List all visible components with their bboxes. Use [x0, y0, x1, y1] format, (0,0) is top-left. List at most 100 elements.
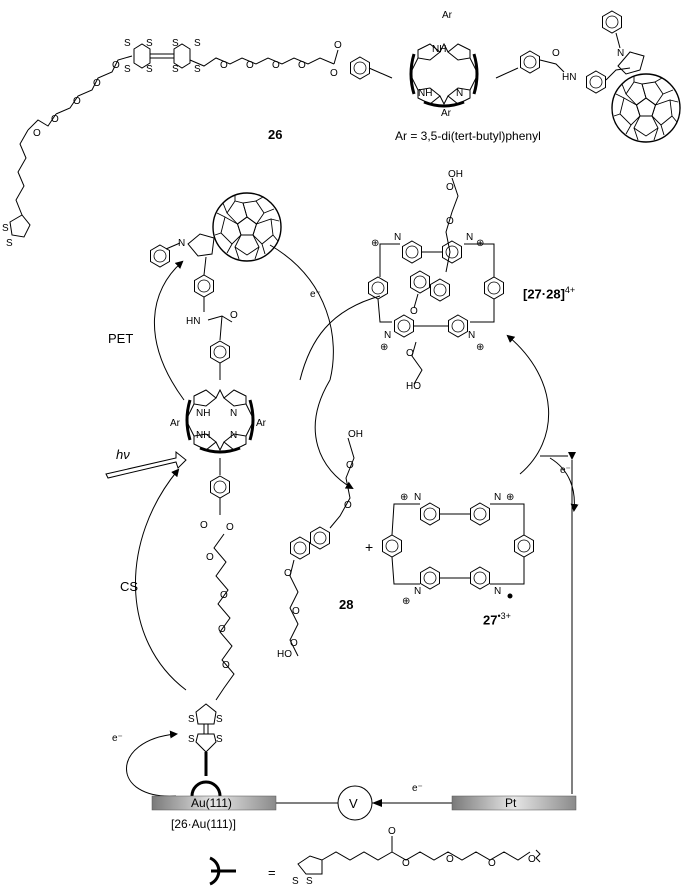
compound-27-charge: •3+ [497, 611, 511, 621]
svg-text:O: O [220, 590, 228, 601]
svg-text:S: S [216, 734, 223, 745]
au-assembly-label: [26·Au(111)] [171, 817, 236, 831]
svg-text:O: O [388, 826, 396, 837]
complex-charge: 4+ [564, 285, 576, 295]
svg-text:S: S [292, 876, 299, 887]
svg-text:N: N [230, 408, 237, 419]
oh-label: OH [448, 169, 463, 180]
compound-28-label: 28 [339, 597, 354, 612]
svg-text:O: O [402, 858, 410, 869]
svg-text:N: N [468, 330, 475, 341]
svg-text:O: O [292, 606, 300, 617]
svg-text:O: O [406, 348, 414, 359]
svg-text:O: O [344, 500, 352, 511]
compound-27-label: 27•3+ [483, 611, 511, 627]
svg-text:O: O [226, 522, 234, 533]
voltmeter-label: V [349, 796, 358, 811]
complex-27-28-label: [27·28]4+ [523, 285, 576, 301]
svg-text:S: S [216, 714, 223, 725]
svg-text:S: S [188, 714, 195, 725]
svg-text:⊕: ⊕ [476, 342, 484, 353]
svg-text:N: N [384, 330, 391, 341]
pt-electrode [451, 795, 577, 811]
electron-label: e⁻ [310, 289, 321, 300]
svg-text:NH: NH [418, 88, 432, 99]
oh-label: HO [406, 381, 421, 392]
svg-text:N: N [456, 88, 463, 99]
svg-text:S: S [146, 64, 153, 75]
svg-text:O: O [73, 96, 81, 107]
svg-text:S: S [172, 64, 179, 75]
svg-text:O: O [93, 78, 101, 89]
svg-text:⊕: ⊕ [380, 342, 388, 353]
au-label: Au(111) [191, 796, 232, 810]
svg-text:S: S [194, 64, 201, 75]
svg-text:S: S [124, 38, 131, 49]
svg-text:O: O [446, 854, 454, 865]
svg-text:O: O [51, 114, 59, 125]
svg-text:N: N [617, 48, 624, 59]
au-electrode [151, 795, 277, 811]
svg-text:N: N [394, 232, 401, 243]
catenane-27-28: O O O O ⊕ N N ⊕ N ⊕ N ⊕ [368, 177, 504, 385]
svg-text:O: O [200, 520, 208, 531]
svg-text:HN: HN [186, 316, 200, 327]
svg-text:S: S [306, 876, 313, 887]
ar-label: Ar [170, 418, 181, 429]
svg-text:N: N [466, 232, 473, 243]
oh-label: HO [277, 649, 292, 660]
oh-label: OH [348, 429, 363, 440]
compound-28-structure: O O O O O [284, 437, 355, 657]
svg-text:HN: HN [562, 72, 576, 83]
hv-label: hν [116, 447, 130, 462]
svg-text:N: N [414, 492, 421, 503]
svg-text:S: S [146, 38, 153, 49]
atom-s: S [6, 238, 13, 249]
svg-text:O: O [112, 60, 120, 71]
svg-text:O: O [552, 48, 560, 59]
svg-text:O: O [290, 638, 298, 649]
svg-text:O: O [346, 460, 354, 471]
svg-text:O: O [298, 60, 306, 71]
compound-26-label: 26 [268, 127, 283, 142]
ar-definition: Ar = 3,5-di(tert-butyl)phenyl [395, 129, 541, 143]
svg-text:O: O [284, 568, 292, 579]
svg-text:⊕: ⊕ [371, 238, 379, 249]
svg-text:O: O [220, 60, 228, 71]
pt-label: Pt [505, 796, 517, 810]
electron-label: e⁻ [112, 733, 123, 744]
svg-text:O: O [230, 310, 238, 321]
svg-text:O: O [218, 624, 226, 635]
svg-text:N: N [494, 586, 501, 597]
svg-text:O: O [446, 182, 454, 193]
ar-label: Ar [256, 418, 267, 429]
svg-text:NH: NH [196, 430, 210, 441]
svg-text:O: O [488, 858, 496, 869]
plus-sign: + [365, 539, 374, 555]
svg-text:NH: NH [432, 44, 446, 55]
svg-text:O: O [206, 552, 214, 563]
svg-text:O: O [410, 306, 418, 317]
cs-label: CS [120, 579, 139, 594]
ar-label: Ar [441, 108, 452, 119]
svg-text:O: O [334, 40, 342, 51]
svg-text:⊕: ⊕ [506, 492, 514, 503]
svg-text:S: S [188, 734, 195, 745]
svg-text:⊕: ⊕ [476, 238, 484, 249]
svg-text:O: O [272, 60, 280, 71]
vertical-dyad: N HN O NH NH N N O O O O O O S S S [150, 192, 282, 797]
svg-text:O: O [222, 660, 230, 671]
svg-text:N: N [414, 586, 421, 597]
electron-label: e⁻ [412, 783, 423, 794]
pet-label: PET [108, 331, 134, 346]
svg-text:NH: NH [196, 408, 210, 419]
voltmeter [337, 785, 373, 821]
svg-text:S: S [124, 64, 131, 75]
svg-text:O: O [330, 68, 338, 79]
svg-text:O: O [33, 128, 41, 139]
svg-text:⊕: ⊕ [402, 596, 410, 607]
ar-label: Ar [442, 10, 453, 21]
svg-text:O: O [446, 216, 454, 227]
anchor-legend: S S O O O O O [209, 826, 541, 887]
